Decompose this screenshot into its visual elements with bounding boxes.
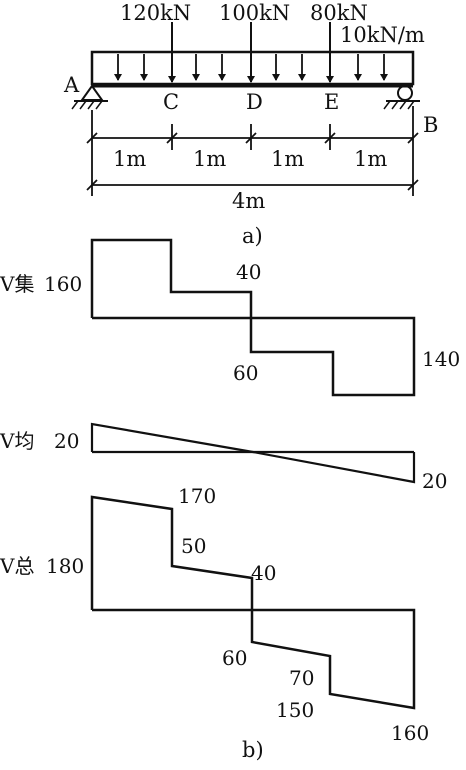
shear-distributed-value-right: 20	[422, 469, 447, 493]
shear-total-value-70: 70	[289, 666, 314, 690]
point-label-c: C	[163, 90, 179, 114]
distributed-load-block	[90, 50, 415, 86]
beam-figure: 120kN 100kN 80kN 10kN/m A C D E B 1m 1m …	[63, 1, 438, 248]
roller-support-b	[383, 85, 420, 110]
shear-total-value-180: 180	[46, 554, 84, 578]
shear-total-outline	[90, 495, 416, 710]
shear-total-value-40: 40	[251, 561, 276, 585]
load-label-100: 100kN	[219, 1, 290, 25]
span-label-ac: 1m	[113, 147, 146, 171]
caption-a: a)	[242, 224, 263, 248]
point-label-d: D	[246, 90, 263, 114]
shear-distributed: V均 20 20	[0, 422, 447, 493]
pin-support-a	[71, 84, 108, 110]
point-label-b: B	[423, 113, 438, 137]
shear-total-value-60: 60	[222, 646, 247, 670]
point-label-a: A	[63, 73, 80, 97]
shear-distributed-triangle-left	[90, 422, 254, 454]
total-length-label: 4m	[232, 189, 265, 213]
shear-concentrated-value-60: 60	[233, 361, 258, 385]
point-label-e: E	[324, 90, 339, 114]
shear-distributed-triangle-right	[252, 450, 416, 484]
shear-concentrated-outline	[90, 238, 416, 397]
shear-concentrated-value-160: 160	[44, 272, 82, 296]
shear-concentrated-value-40: 40	[236, 260, 261, 284]
shear-distributed-label: V均	[0, 429, 34, 453]
span-label-eb: 1m	[354, 147, 387, 171]
load-label-80: 80kN	[310, 1, 368, 25]
caption-b: b)	[242, 738, 264, 762]
shear-total: V总 180 170 50 40 60 70 150 160	[0, 484, 429, 745]
shear-distributed-value-left: 20	[54, 429, 79, 453]
shear-concentrated-value-140: 140	[422, 347, 460, 371]
shear-total-label: V总	[0, 554, 34, 578]
shear-total-value-160: 160	[391, 721, 429, 745]
dimension-lines	[86, 106, 419, 196]
shear-total-value-170: 170	[178, 484, 216, 508]
load-label-120: 120kN	[120, 1, 191, 25]
shear-concentrated-label: V集	[0, 272, 34, 296]
shear-total-value-150: 150	[276, 698, 314, 722]
shear-total-value-50: 50	[181, 534, 206, 558]
span-label-cd: 1m	[193, 147, 226, 171]
span-label-de: 1m	[271, 147, 304, 171]
load-label-q: 10kN/m	[340, 23, 425, 47]
shear-concentrated: V集 160 40 60 140	[0, 238, 460, 397]
distributed-load-arrows	[114, 54, 388, 81]
